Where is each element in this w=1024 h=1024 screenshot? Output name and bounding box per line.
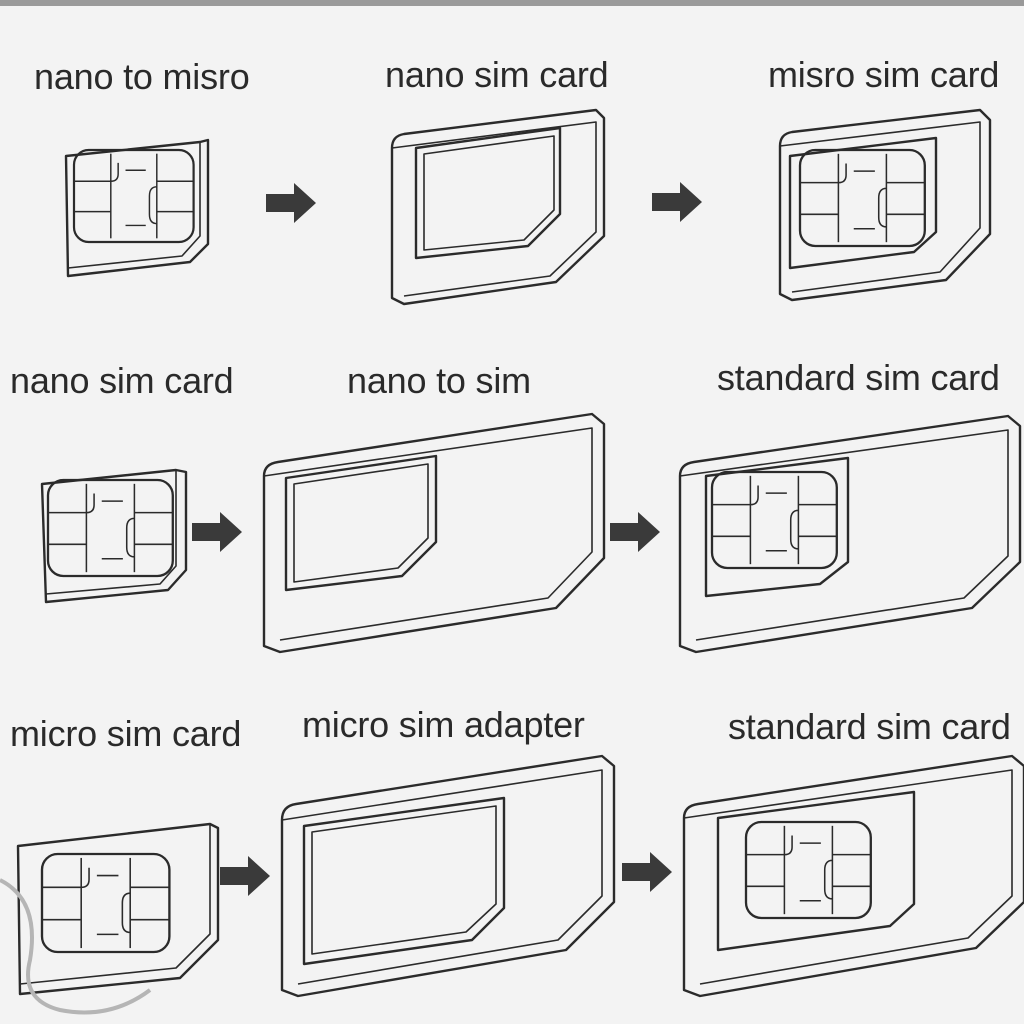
row2-middle-label: nano to sim — [347, 360, 531, 401]
row3-arrow-1-icon — [220, 856, 270, 896]
row2-standard-adapter-icon — [262, 412, 606, 654]
row2-left-label: nano sim card — [10, 360, 234, 401]
row3-arrow-2-icon — [622, 852, 672, 892]
row2-arrow-2-icon — [610, 512, 660, 552]
row3-standard-sim-icon — [682, 754, 1024, 998]
row1-micro-sim-icon — [778, 108, 992, 302]
row3-standard-adapter-icon — [280, 754, 616, 998]
row2-standard-sim-icon — [678, 414, 1022, 654]
row1-arrow-1-icon — [266, 183, 316, 223]
row2-arrow-1-icon — [192, 512, 242, 552]
row1-arrow-2-icon — [652, 182, 702, 222]
row3-micro-sim-icon — [16, 822, 220, 996]
row3-middle-label: micro sim adapter — [302, 704, 585, 745]
row2-right-label: standard sim card — [717, 357, 1000, 398]
watermark-swirl — [0, 878, 152, 1015]
row1-micro-adapter-icon — [390, 108, 606, 306]
row1-left-label: nano to misro — [34, 56, 250, 97]
row3-left-label: micro sim card — [10, 713, 242, 754]
row1-right-label: misro sim card — [768, 54, 1000, 95]
top-border — [0, 0, 1024, 6]
row3-right-label: standard sim card — [728, 706, 1011, 747]
row2-nano-sim-icon — [40, 468, 188, 604]
row1-middle-label: nano sim card — [385, 54, 609, 95]
row1-nano-sim-icon — [64, 138, 210, 278]
